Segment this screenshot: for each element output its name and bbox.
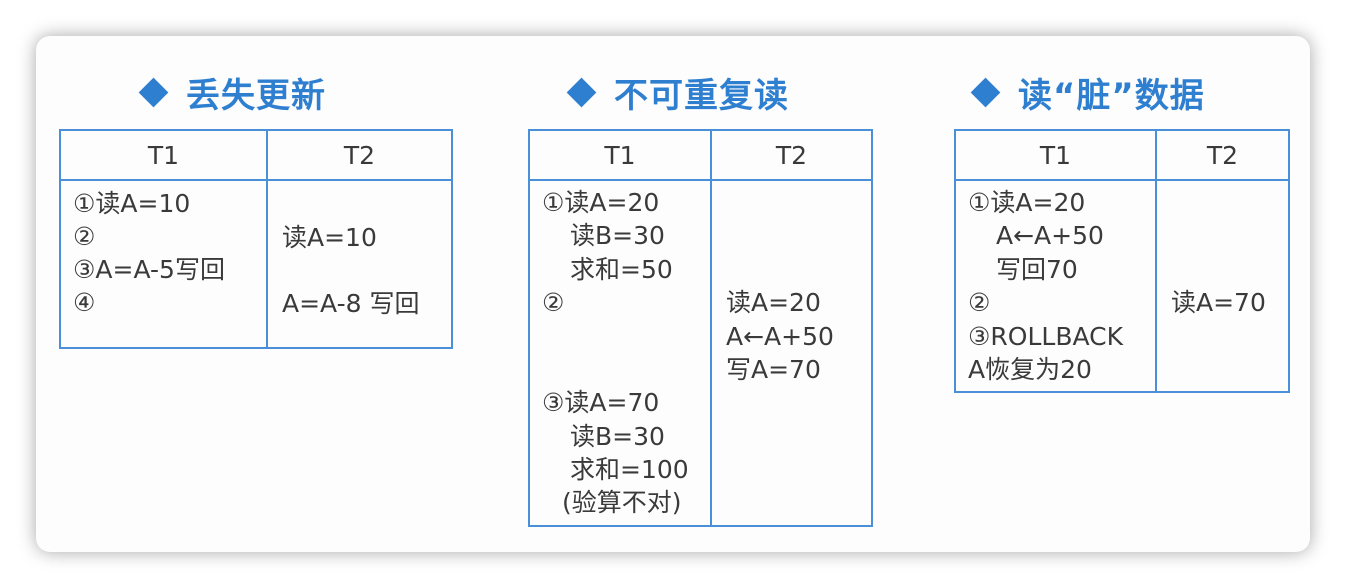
panel-title-non-repeatable-read: 不可重复读 — [566, 68, 789, 117]
t1-line: ③ROLLBACK — [968, 322, 1123, 351]
t1-line: ①读A=20 — [542, 188, 660, 217]
t1-line: ①读A=20 — [968, 188, 1086, 217]
transaction-table-non-repeatable-read: T1 T2 ①读A=20 读B=30 求和=50 ② ③读A=70 读B=30 … — [528, 129, 873, 527]
table-body-row: ①读A=20 A←A+50 写回70 ② ③ROLLBACK A恢复为20 读A… — [954, 179, 1290, 393]
t1-line: ③读A=70 — [542, 388, 660, 417]
t2-cell: 读A=20 A←A+50 写A=70 — [710, 179, 873, 527]
diamond-bullet-icon — [566, 77, 597, 108]
t1-line: ③A=A-5写回 — [73, 255, 225, 284]
t1-line: ② — [542, 288, 565, 317]
column-header-t1: T1 — [528, 129, 712, 181]
t2-line: A=A-8 写回 — [282, 289, 420, 318]
t1-cell: ①读A=20 读B=30 求和=50 ② ③读A=70 读B=30 求和=100… — [528, 179, 712, 527]
diamond-bullet-icon — [138, 77, 169, 108]
panel-title-text: 不可重复读 — [614, 76, 789, 116]
panel-title-text: 读“脏”数据 — [1018, 76, 1205, 116]
table-body-row: ①读A=10 ② ③A=A-5写回 ④ 读A=10 A=A-8 写回 — [59, 179, 453, 349]
table-body-row: ①读A=20 读B=30 求和=50 ② ③读A=70 读B=30 求和=100… — [528, 179, 873, 527]
t1-line: ④ — [73, 288, 96, 317]
column-header-t2: T2 — [710, 129, 873, 181]
transaction-table-dirty-read: T1 T2 ①读A=20 A←A+50 写回70 ② ③ROLLBACK A恢复… — [954, 129, 1290, 393]
column-header-t2: T2 — [1155, 129, 1290, 181]
diamond-bullet-icon — [970, 77, 1001, 108]
t2-cell: 读A=70 — [1155, 179, 1290, 393]
t1-line: A←A+50 — [996, 221, 1104, 250]
table-header-row: T1 T2 — [954, 129, 1290, 181]
transaction-table-lost-update: T1 T2 ①读A=10 ② ③A=A-5写回 ④ 读A=10 A=A-8 写回 — [59, 129, 453, 349]
t1-cell: ①读A=20 A←A+50 写回70 ② ③ROLLBACK A恢复为20 — [954, 179, 1157, 393]
t1-line: 求和=100 — [570, 455, 689, 484]
table-header-row: T1 T2 — [528, 129, 873, 181]
panel-title-dirty-read: 读“脏”数据 — [970, 68, 1205, 117]
panel-title-lost-update: 丢失更新 — [138, 68, 326, 117]
table-header-row: T1 T2 — [59, 129, 453, 181]
t1-line: ①读A=10 — [73, 189, 191, 218]
t2-line: A←A+50 — [726, 322, 834, 351]
t2-line: 读A=20 — [726, 288, 821, 317]
t1-line: A恢复为20 — [968, 355, 1092, 384]
t1-line: 写回70 — [996, 255, 1078, 284]
t1-cell: ①读A=10 ② ③A=A-5写回 ④ — [59, 179, 268, 349]
t1-line: (验算不对) — [562, 488, 682, 517]
t1-line: 读B=30 — [570, 422, 665, 451]
column-header-t1: T1 — [954, 129, 1157, 181]
t1-line: ② — [968, 288, 991, 317]
t1-line: 求和=50 — [570, 255, 673, 284]
t2-line: 写A=70 — [726, 355, 821, 384]
t1-line: 读B=30 — [570, 221, 665, 250]
t1-line: ② — [73, 222, 96, 251]
t2-cell: 读A=10 A=A-8 写回 — [266, 179, 453, 349]
t2-line: 读A=10 — [282, 223, 377, 252]
column-header-t1: T1 — [59, 129, 268, 181]
panel-title-text: 丢失更新 — [186, 76, 326, 116]
t2-line: 读A=70 — [1171, 288, 1266, 317]
column-header-t2: T2 — [266, 129, 453, 181]
